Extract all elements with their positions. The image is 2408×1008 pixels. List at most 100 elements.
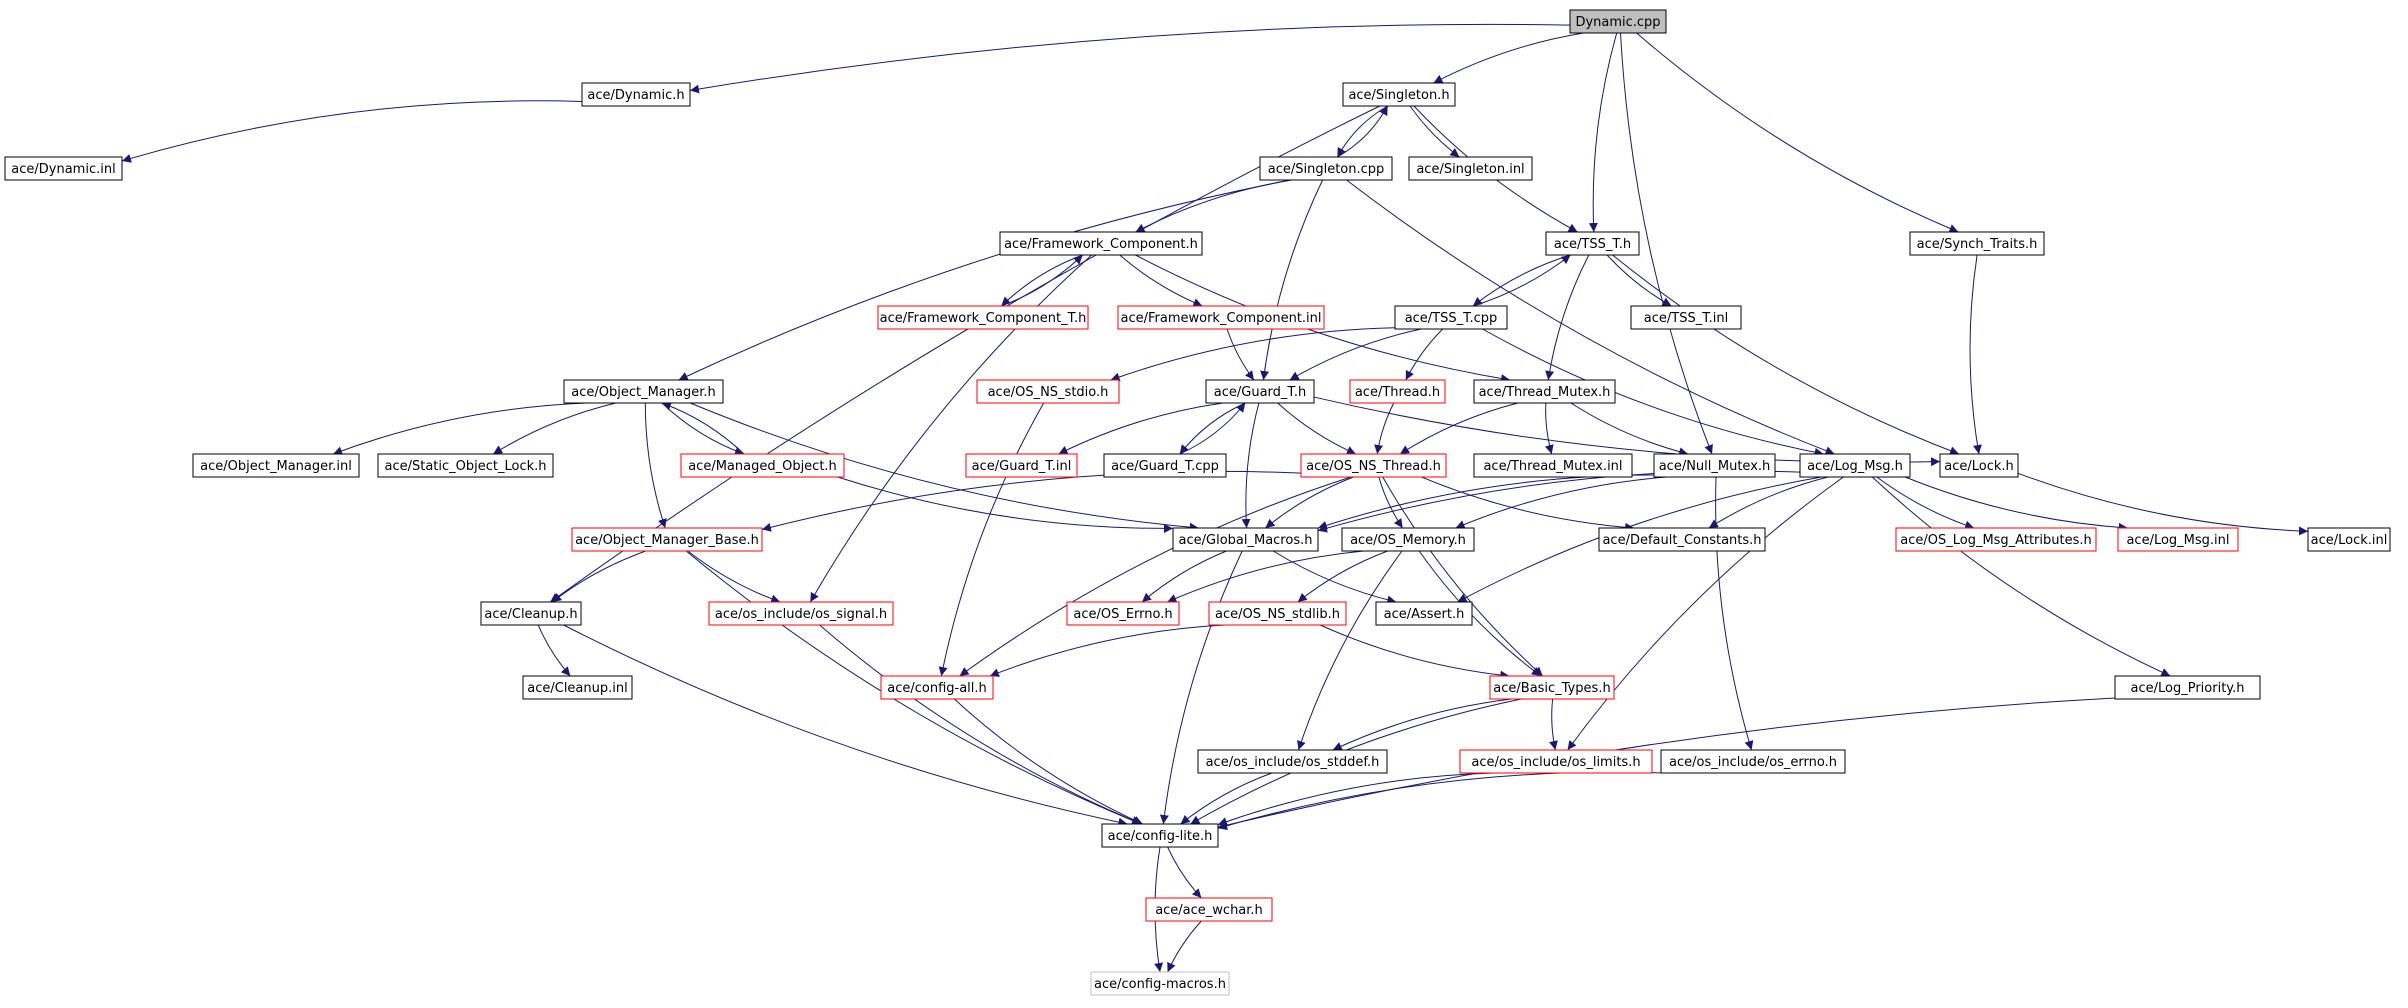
node-logmsg-inl[interactable]: ace/Log_Msg.inl	[2117, 527, 2239, 552]
node-mo-h[interactable]: ace/Managed_Object.h	[680, 453, 845, 478]
edge-stdlib_h-to-configall_h	[989, 624, 1225, 677]
node-tss-cpp[interactable]: ace/TSS_T.cpp	[1394, 305, 1508, 330]
node-box	[1172, 527, 1319, 552]
edge-layer	[121, 23, 2309, 973]
node-guard-inl[interactable]: ace/Guard_T.inl	[965, 453, 1078, 478]
node-bt-h[interactable]: ace/Basic_Types.h	[1489, 675, 1615, 700]
node-macros-h[interactable]: ace/config-macros.h	[1090, 971, 1230, 996]
node-guard-h[interactable]: ace/Guard_T.h	[1205, 379, 1315, 404]
node-box	[1145, 897, 1273, 922]
edge-singleton_cpp-to-logmsg_h	[1346, 179, 1835, 455]
node-lma-h[interactable]: ace/OS_Log_Msg_Attributes.h	[1895, 527, 2097, 552]
node-thread-h[interactable]: ace/Thread.h	[1349, 379, 1446, 404]
node-label: ace/Basic_Types.h	[1493, 681, 1610, 696]
node-logprio-h[interactable]: ace/Log_Priority.h	[2114, 675, 2261, 700]
node-label: ace/Singleton.h	[1348, 88, 1449, 103]
node-dyn-h[interactable]: ace/Dynamic.h	[581, 82, 691, 107]
node-box	[1103, 453, 1227, 478]
edge-bt_h-to-configlite_h	[1190, 698, 1522, 825]
node-box	[563, 379, 724, 404]
node-label: ace/TSS_T.h	[1554, 237, 1631, 252]
edge-fc_h-to-fc_inl	[1119, 254, 1203, 307]
edge-tm_h-to-tm_inl	[1544, 402, 1554, 455]
node-fc-inl[interactable]: ace/Framework_Component.inl	[1117, 305, 1325, 330]
node-box	[1342, 82, 1456, 107]
edge-guard_h-to-guard_inl	[1058, 402, 1224, 455]
node-singleton-h[interactable]: ace/Singleton.h	[1342, 82, 1456, 107]
edge-osmem_h-to-stddef_h	[1297, 550, 1403, 751]
edge-dyn_cpp-to-synch_h	[1636, 32, 1959, 233]
node-limits-h[interactable]: ace/os_include/os_limits.h	[1459, 749, 1653, 774]
node-box	[2117, 527, 2239, 552]
node-synch-h[interactable]: ace/Synch_Traits.h	[1909, 231, 2045, 256]
edge-tss_h-to-lock_h	[1612, 254, 1960, 456]
edge-tss_h-to-tss_inl	[1606, 254, 1672, 307]
node-box	[1090, 971, 1230, 996]
node-lock-h[interactable]: ace/Lock.h	[1939, 453, 2019, 478]
edge-guard_h-to-guard_cpp	[1179, 402, 1246, 455]
edge-logmsg_h-to-lma_h	[1876, 476, 1975, 530]
edge-tss_cpp-to-logmsg_h	[1482, 328, 1824, 457]
node-guard-cpp[interactable]: ace/Guard_T.cpp	[1103, 453, 1227, 478]
node-defc-h[interactable]: ace/Default_Constants.h	[1598, 527, 1766, 552]
edge-dyn_cpp-to-nullm_h	[1620, 32, 1713, 455]
edge-omb_h-to-configlite_h	[685, 550, 1142, 825]
node-ossignal-h[interactable]: ace/os_include/os_signal.h	[708, 601, 894, 626]
node-lock-inl[interactable]: ace/Lock.inl	[2307, 527, 2391, 552]
edge-singleton_cpp-to-om_h	[678, 179, 1291, 381]
node-om-inl[interactable]: ace/Object_Manager.inl	[192, 453, 360, 478]
node-assert-h[interactable]: ace/Assert.h	[1375, 601, 1473, 626]
node-dyn-cpp[interactable]: Dynamic.cpp	[1569, 9, 1667, 34]
edge-stdlib_h-to-bt_h	[1319, 624, 1510, 680]
node-osthread-h[interactable]: ace/OS_NS_Thread.h	[1300, 453, 1447, 478]
node-label: ace/OS_NS_stdio.h	[988, 385, 1109, 400]
node-label: ace/Assert.h	[1384, 607, 1465, 622]
edge-dyn_cpp-to-tss_h	[1588, 32, 1618, 233]
edge-lock_h-to-lock_inl	[2017, 472, 2309, 536]
edge-logmsg_h-to-logprio_h	[1871, 476, 2171, 677]
edge-limits_h-to-configlite_h	[1217, 772, 1495, 826]
node-cleanup-h[interactable]: ace/Cleanup.h	[480, 601, 582, 626]
edge-guard_h-to-osthread_h	[1277, 402, 1357, 455]
node-box	[1066, 601, 1180, 626]
node-box	[965, 453, 1078, 478]
node-label: ace/OS_NS_Thread.h	[1306, 459, 1441, 474]
node-logmsg-h[interactable]: ace/Log_Msg.h	[1799, 453, 1911, 478]
node-errno-h[interactable]: ace/OS_Errno.h	[1066, 601, 1180, 626]
node-cleanup-inl[interactable]: ace/Cleanup.inl	[522, 675, 633, 700]
node-stddef-h[interactable]: ace/os_include/os_stddef.h	[1197, 749, 1388, 774]
edge-logmsg_h-to-gm_h	[1317, 470, 1801, 533]
node-sol-h[interactable]: ace/Static_Object_Lock.h	[377, 453, 554, 478]
node-om-h[interactable]: ace/Object_Manager.h	[563, 379, 724, 404]
edge-tm_h-to-osthread_h	[1399, 402, 1519, 455]
node-dyn-inl[interactable]: ace/Dynamic.inl	[4, 156, 123, 181]
node-fct-h[interactable]: ace/Framework_Component_T.h	[877, 305, 1089, 330]
node-tss-h[interactable]: ace/TSS_T.h	[1545, 231, 1640, 256]
node-oserrno-h[interactable]: ace/os_include/os_errno.h	[1660, 749, 1846, 774]
node-singleton-cpp[interactable]: ace/Singleton.cpp	[1259, 156, 1393, 181]
node-box	[1408, 156, 1533, 181]
node-configall-h[interactable]: ace/config-all.h	[880, 675, 994, 700]
node-tm-inl[interactable]: ace/Thread_Mutex.inl	[1473, 453, 1633, 478]
node-singleton-inl[interactable]: ace/Singleton.inl	[1408, 156, 1533, 181]
node-fc-h[interactable]: ace/Framework_Component.h	[999, 231, 1203, 256]
node-nullm-h[interactable]: ace/Null_Mutex.h	[1653, 453, 1776, 478]
node-box	[1473, 453, 1633, 478]
edge-dyn_cpp-to-dyn_h	[689, 23, 1571, 94]
node-tm-h[interactable]: ace/Thread_Mutex.h	[1473, 379, 1616, 404]
node-osmem-h[interactable]: ace/OS_Memory.h	[1341, 527, 1475, 552]
node-wchar-h[interactable]: ace/ace_wchar.h	[1145, 897, 1273, 922]
node-tss-inl[interactable]: ace/TSS_T.inl	[1630, 305, 1742, 330]
edge-osthread_h-to-configall_h	[959, 476, 1352, 677]
node-stdio-h[interactable]: ace/OS_NS_stdio.h	[976, 379, 1120, 404]
node-omb-h[interactable]: ace/Object_Manager_Base.h	[571, 527, 763, 552]
edge-fc_inl-to-guard_h	[1226, 328, 1255, 381]
edge-singleton_cpp-to-fc_h	[1135, 179, 1292, 233]
edge-nullm_h-to-osmem_h	[1455, 476, 1667, 529]
edge-configall_h-to-configlite_h	[953, 698, 1143, 825]
node-label: ace/Singleton.cpp	[1268, 162, 1385, 177]
node-gm-h[interactable]: ace/Global_Macros.h	[1172, 527, 1319, 552]
node-stdlib-h[interactable]: ace/OS_NS_stdlib.h	[1208, 601, 1347, 626]
node-configlite-h[interactable]: ace/config-lite.h	[1101, 823, 1219, 848]
node-layer: Dynamic.cpp ace/Dynamic.h ace/Singleton.h a…	[4, 9, 2391, 996]
